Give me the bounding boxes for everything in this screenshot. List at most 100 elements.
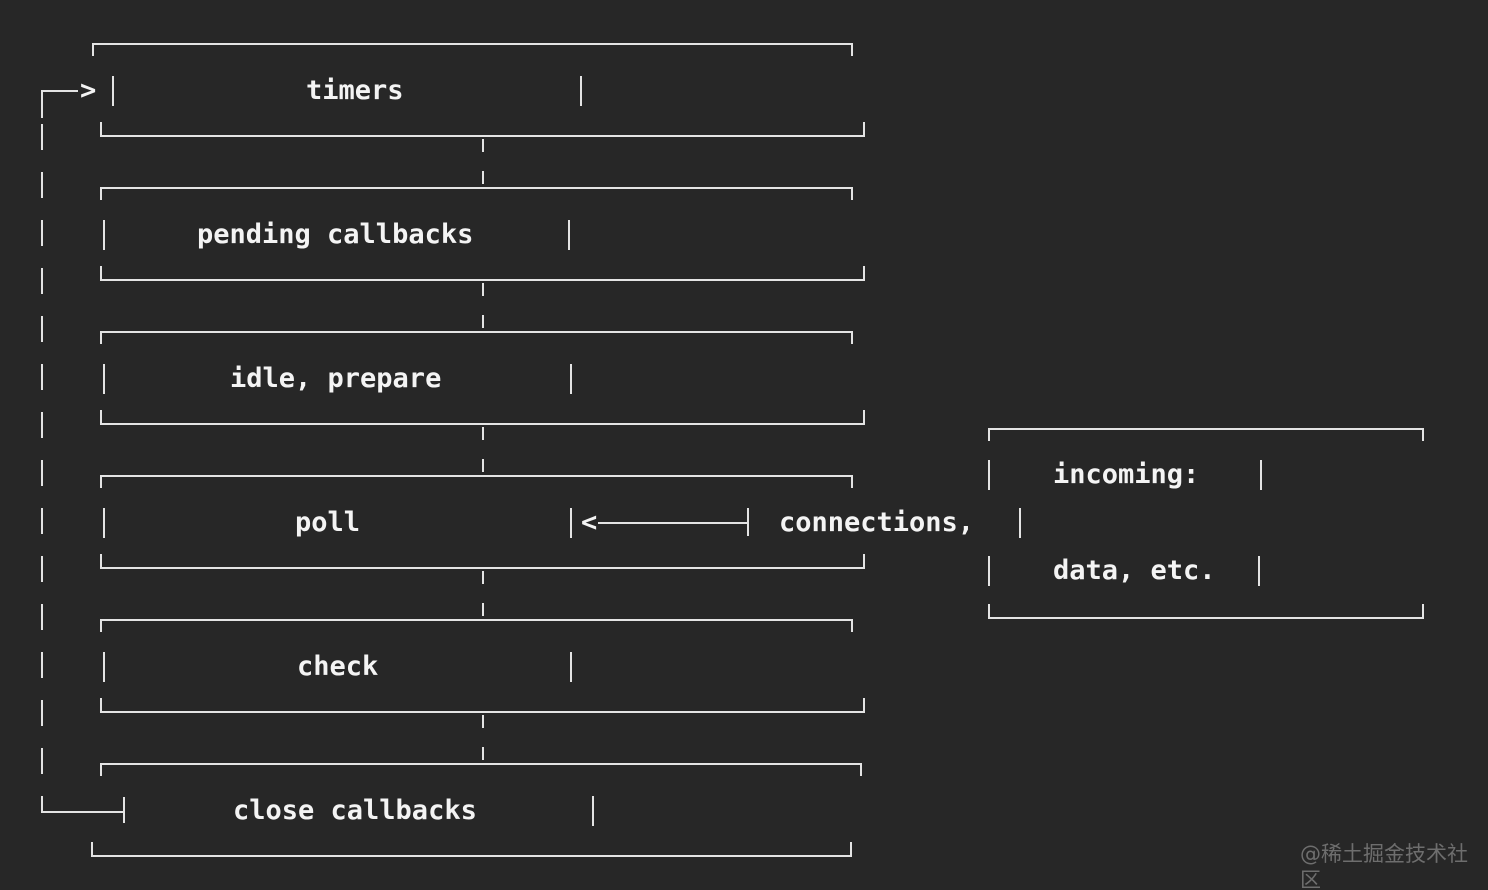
loop-arrowhead-icon: >	[80, 75, 97, 106]
corner-tick	[100, 187, 102, 200]
corner-tick	[863, 698, 865, 712]
phase-connector-tick	[482, 603, 484, 616]
loop-left-dash	[41, 652, 43, 678]
box-right-bar	[570, 508, 572, 538]
phase-connector-tick	[482, 747, 484, 760]
box-right-bar	[570, 652, 572, 682]
corner-tick	[851, 475, 853, 488]
box-left-bar	[988, 460, 990, 490]
box-bottom-border	[100, 567, 865, 569]
phase-connector-tick	[482, 459, 484, 472]
box-left-bar	[103, 508, 105, 538]
phase-label: pending callbacks	[197, 219, 474, 250]
box-right-bar	[580, 76, 582, 106]
box-right-bar	[1260, 460, 1262, 490]
box-top-border	[988, 428, 1424, 430]
phase-connector-tick	[482, 715, 484, 728]
phase-connector-tick	[482, 571, 484, 584]
box-right-bar	[568, 220, 570, 250]
corner-tick	[863, 410, 865, 424]
loop-left-dash	[41, 268, 43, 294]
corner-tick	[863, 554, 865, 568]
box-top-border	[100, 763, 862, 765]
box-left-bar	[103, 220, 105, 250]
loop-left-dash	[41, 172, 43, 198]
corner-tick	[1422, 428, 1424, 441]
loop-left-dash	[41, 460, 43, 486]
side-box-row-label: incoming:	[1053, 459, 1200, 490]
side-box-row-label: connections,	[779, 507, 975, 538]
phase-connector-tick	[482, 427, 484, 440]
corner-tick	[851, 187, 853, 200]
corner-tick	[863, 266, 865, 280]
box-left-bar	[103, 652, 105, 682]
phase-label: idle, prepare	[230, 363, 442, 394]
corner-tick	[988, 604, 990, 618]
poll-arrowhead-icon: <	[581, 507, 598, 538]
loop-entry-tick	[123, 797, 125, 823]
phase-label: timers	[306, 75, 404, 106]
loop-left-dash	[41, 220, 43, 246]
loop-left-dash	[41, 124, 43, 150]
corner-tick	[100, 410, 102, 424]
loop-left-dash	[41, 700, 43, 726]
poll-arrow-line	[598, 522, 748, 524]
loop-left-dash	[41, 508, 43, 534]
box-right-bar	[1019, 508, 1021, 538]
phase-connector-tick	[482, 283, 484, 296]
box-right-bar	[570, 364, 572, 394]
loop-bottom-line	[41, 811, 125, 813]
corner-tick	[100, 266, 102, 280]
box-top-border	[100, 331, 853, 333]
corner-tick	[100, 122, 102, 136]
loop-left-dash	[41, 604, 43, 630]
corner-tick	[860, 763, 862, 776]
box-left-bar	[988, 556, 990, 586]
box-bottom-border	[100, 279, 865, 281]
loop-top-line	[41, 90, 78, 92]
corner-tick	[100, 475, 102, 488]
loop-bottom-corner	[41, 796, 43, 813]
box-bottom-border	[100, 423, 865, 425]
corner-tick	[863, 122, 865, 136]
box-right-bar	[592, 796, 594, 826]
box-left-bar	[112, 76, 114, 106]
corner-tick	[100, 554, 102, 568]
loop-left-dash	[41, 316, 43, 342]
phase-label: poll	[295, 507, 361, 538]
loop-left-dash	[41, 556, 43, 582]
phase-connector-tick	[482, 139, 484, 152]
corner-tick	[91, 842, 93, 856]
loop-left-dash	[41, 364, 43, 390]
phase-connector-tick	[482, 315, 484, 328]
corner-tick	[988, 428, 990, 441]
corner-tick	[100, 698, 102, 712]
box-left-bar	[103, 364, 105, 394]
corner-tick	[100, 331, 102, 344]
corner-tick	[850, 842, 852, 856]
loop-left-dash	[41, 748, 43, 774]
loop-left-line	[41, 90, 43, 118]
phase-connector-tick	[482, 171, 484, 184]
corner-tick	[851, 43, 853, 56]
corner-tick	[92, 43, 94, 56]
watermark: @稀土掘金技术社区	[1300, 842, 1468, 890]
corner-tick	[851, 331, 853, 344]
phase-label: close callbacks	[233, 795, 477, 826]
box-bottom-border	[100, 135, 865, 137]
loop-left-dash	[41, 412, 43, 438]
corner-tick	[100, 619, 102, 632]
box-bottom-border	[91, 855, 852, 857]
box-top-border	[100, 475, 853, 477]
box-top-border	[100, 187, 853, 189]
side-box-row-label: data, etc.	[1053, 555, 1216, 586]
corner-tick	[1422, 604, 1424, 618]
box-bottom-border	[100, 711, 865, 713]
corner-tick	[100, 763, 102, 776]
box-top-border	[92, 43, 853, 45]
poll-arrow-tail-tick	[747, 508, 749, 536]
phase-label: check	[297, 651, 379, 682]
box-right-bar	[1258, 556, 1260, 586]
box-bottom-border	[988, 617, 1424, 619]
